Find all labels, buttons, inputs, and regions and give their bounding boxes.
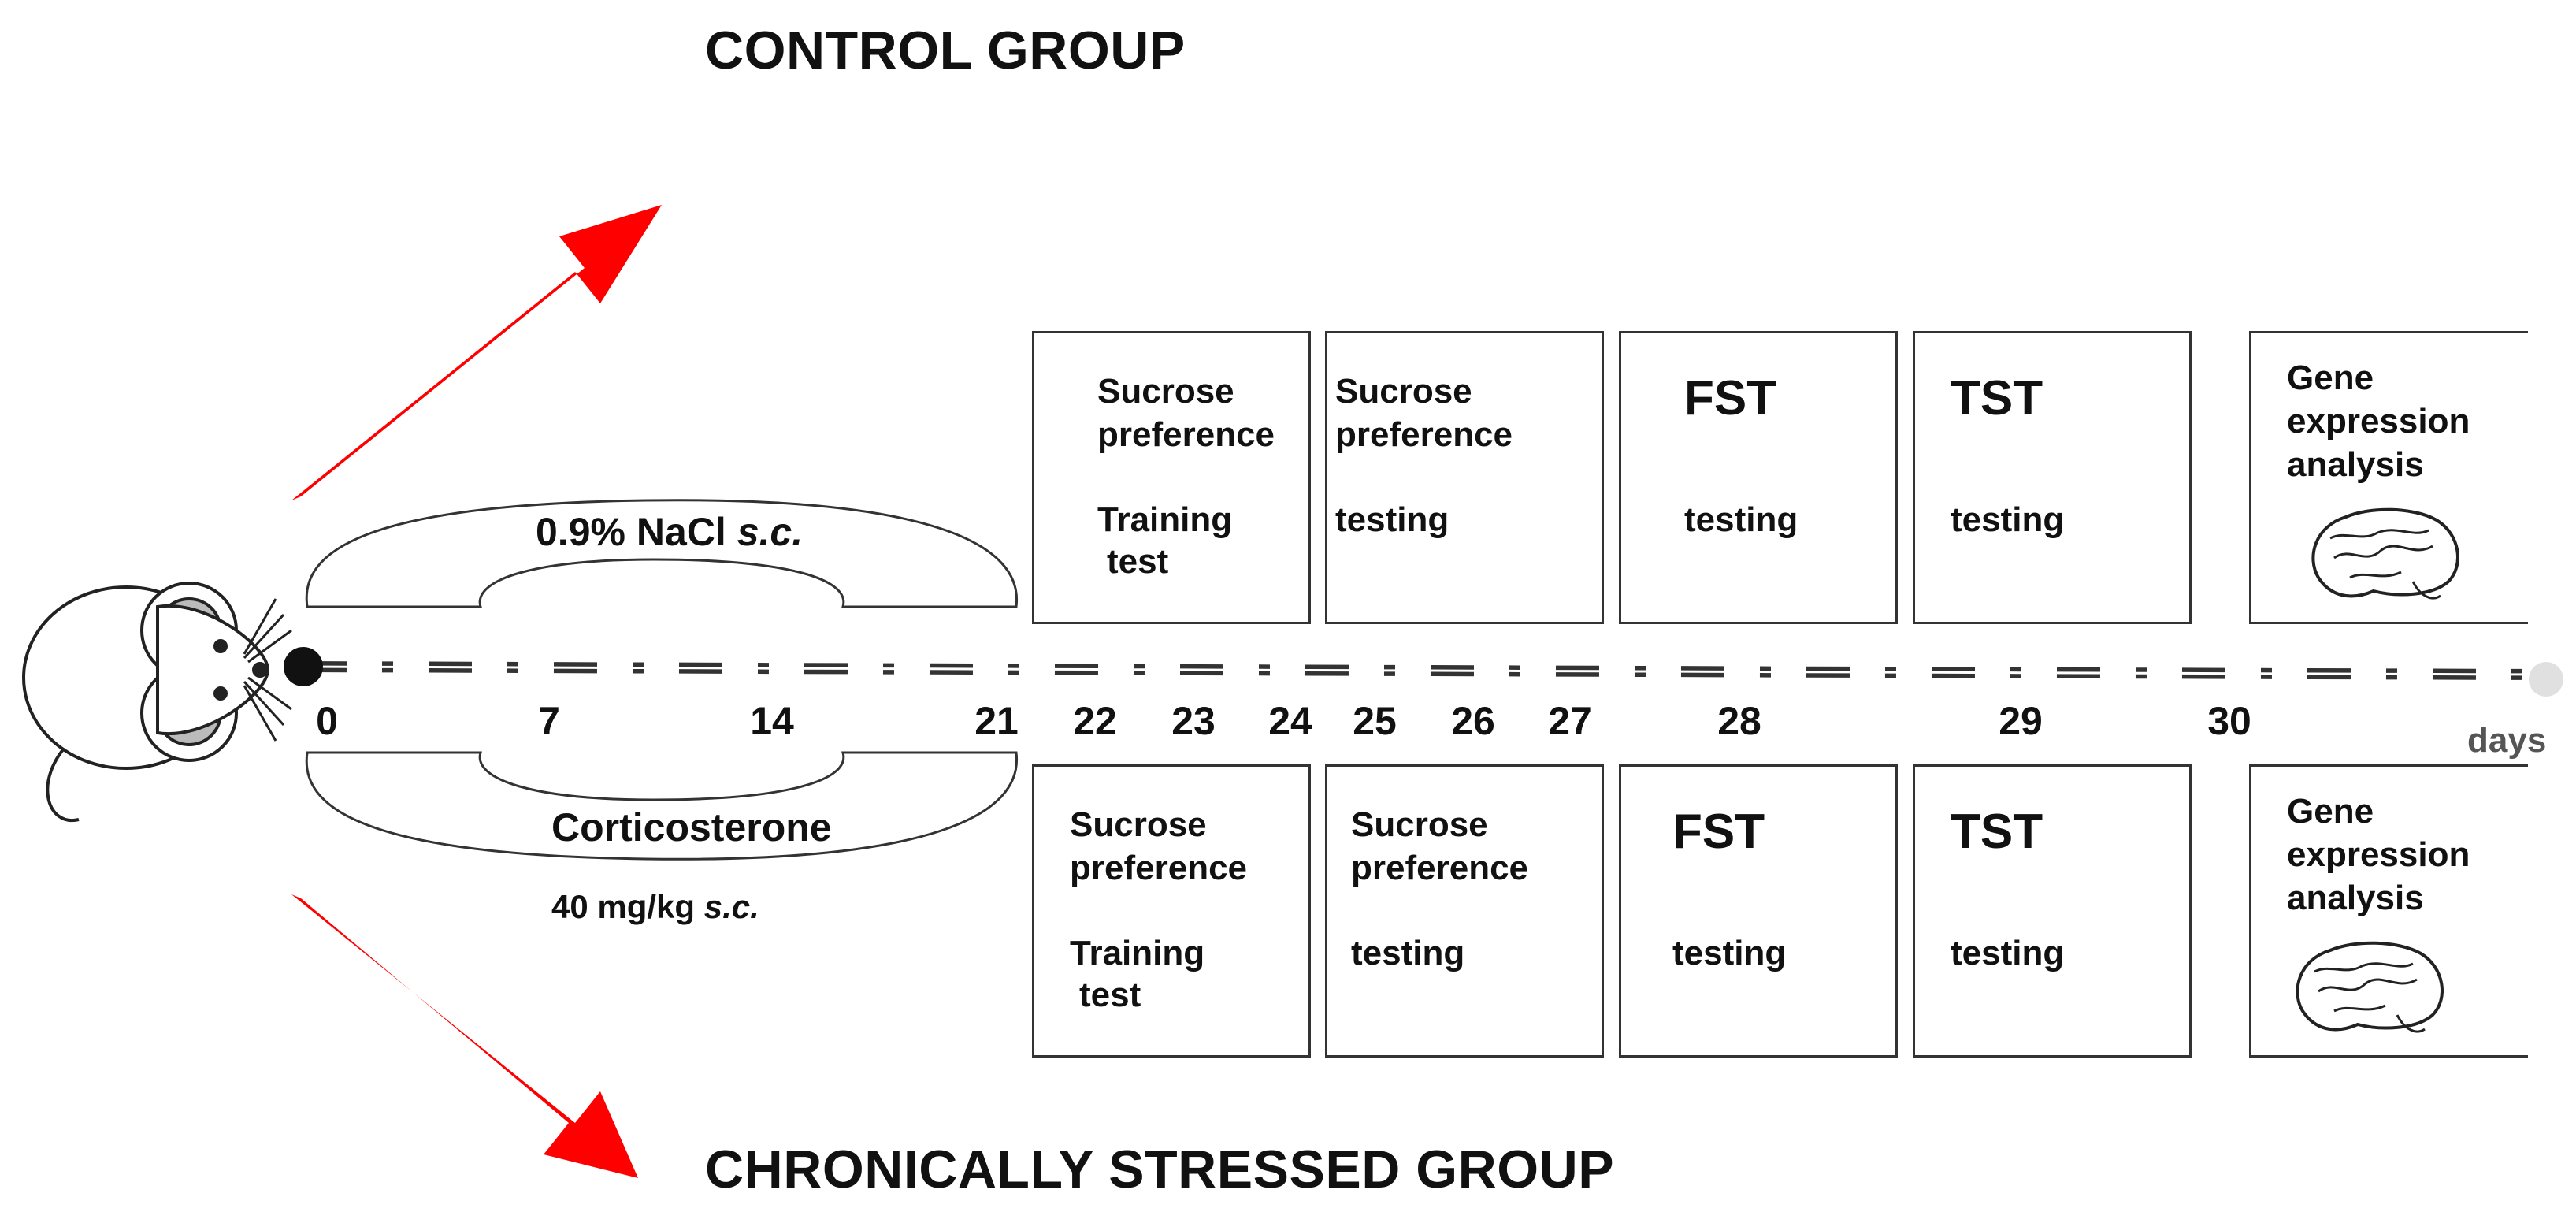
control-sucrose-testing-box: Sucrose preference testing: [1325, 331, 1604, 624]
box-line: Training: [1097, 500, 1233, 539]
box-line: Gene: [2287, 359, 2374, 397]
day-label-28: 28: [1717, 699, 1761, 743]
stressed-fst-box: FST testing: [1619, 764, 1898, 1058]
day-label-23: 23: [1171, 699, 1216, 743]
control-treatment-label: 0.9% NaCl s.c.: [536, 512, 803, 552]
box-line: Sucrose: [1070, 805, 1207, 844]
control-gene-box: Gene expression analysis: [2249, 331, 2528, 624]
stressed-treatment-label: Corticosterone: [551, 805, 832, 849]
mouse-icon: [22, 582, 292, 823]
stressed-tst-box: TST testing: [1913, 764, 2192, 1058]
box-line: test: [1079, 976, 1141, 1014]
stressed-group-title: CHRONICALLY STRESSED GROUP: [705, 1139, 1615, 1199]
days-unit-label: days: [2467, 721, 2547, 760]
box-title: FST: [1672, 805, 1765, 859]
stressed-sucrose-testing-box: Sucrose preference testing: [1325, 764, 1604, 1058]
box-title: TST: [1951, 805, 2043, 859]
arrow-up-to-control: [291, 205, 662, 500]
box-line: preference: [1097, 415, 1275, 454]
timeline: [284, 647, 2563, 697]
box-line: preference: [1335, 415, 1513, 454]
stressed-dose: 40 mg/kg: [551, 888, 696, 925]
day-label-26: 26: [1451, 699, 1495, 743]
box-line: Gene: [2287, 792, 2374, 831]
arrow-down-to-stressed: [291, 894, 638, 1178]
control-group-title: CONTROL GROUP: [705, 20, 1186, 80]
box-line: expression: [2287, 402, 2470, 441]
control-route: s.c.: [737, 510, 804, 554]
box-line: analysis: [2287, 445, 2424, 484]
brain-icon: [2296, 941, 2444, 1033]
stressed-treatment-bracket: [305, 751, 1019, 861]
day-label-29: 29: [1999, 699, 2043, 743]
box-line: Sucrose: [1351, 805, 1488, 844]
day-label-30: 30: [2207, 699, 2251, 743]
control-fst-box: FST testing: [1619, 331, 1898, 624]
control-treatment-bracket: [305, 499, 1019, 608]
box-line: Sucrose: [1335, 372, 1472, 411]
box-title: FST: [1684, 371, 1777, 426]
day-label-21: 21: [974, 699, 1019, 743]
box-line: testing: [1672, 934, 1787, 972]
box-line: preference: [1351, 849, 1529, 887]
day-label-25: 25: [1353, 699, 1397, 743]
box-line: testing: [1951, 934, 2065, 972]
timeline-end-dot: [2529, 662, 2563, 697]
day-label-14: 14: [750, 699, 794, 743]
box-line: testing: [1351, 934, 1465, 972]
box-line: analysis: [2287, 879, 2424, 917]
control-sucrose-training-box: Sucrose preference Training test: [1032, 331, 1311, 624]
box-line: expression: [2287, 835, 2470, 874]
stressed-route: s.c.: [703, 888, 759, 925]
control-tst-box: TST testing: [1913, 331, 2192, 624]
stressed-gene-box: Gene expression analysis: [2249, 764, 2528, 1058]
day-label-22: 22: [1073, 699, 1117, 743]
day-label-24: 24: [1268, 699, 1312, 743]
day-label-0: 0: [316, 699, 338, 743]
brain-icon: [2311, 507, 2459, 600]
box-line: Sucrose: [1097, 372, 1234, 411]
box-line: testing: [1684, 500, 1798, 539]
box-line: test: [1107, 542, 1169, 581]
box-line: testing: [1335, 500, 1449, 539]
day-label-7: 7: [538, 699, 560, 743]
stressed-dose-label: 40 mg/kg s.c.: [551, 890, 759, 924]
day-label-27: 27: [1548, 699, 1592, 743]
timeline-start-dot: [284, 647, 323, 686]
control-drug: 0.9% NaCl: [536, 510, 726, 554]
box-line: testing: [1951, 500, 2065, 539]
box-line: preference: [1070, 849, 1248, 887]
stressed-sucrose-training-box: Sucrose preference Training test: [1032, 764, 1311, 1058]
box-title: TST: [1951, 371, 2043, 426]
box-line: Training: [1070, 934, 1205, 972]
